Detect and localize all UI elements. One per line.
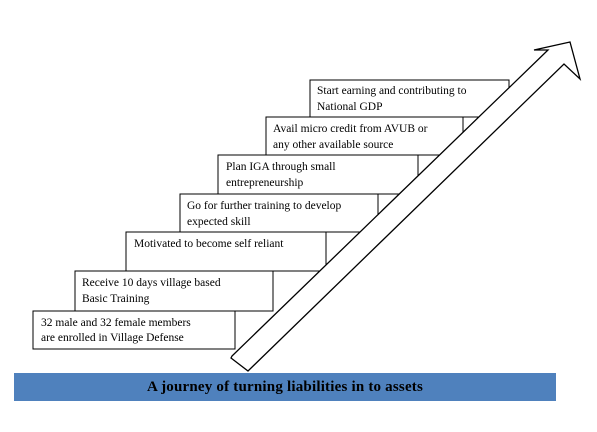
step-box-1 xyxy=(32,310,236,350)
step-labels: 32 male and 32 female members are enroll… xyxy=(41,85,469,344)
staircase-diagram: 32 male and 32 female members are enroll… xyxy=(32,41,582,372)
step-3-label: Motivated to become self reliant xyxy=(134,238,284,250)
step-box-7 xyxy=(309,79,510,118)
step-2-label: Receive 10 days village based Basic Trai… xyxy=(82,277,223,305)
step-7-label: Start earning and contributing to Nation… xyxy=(317,85,469,113)
diagonal-arrow-icon xyxy=(230,41,582,372)
caption-title: A journey of turning liabilities in to a… xyxy=(146,378,424,395)
step-box-2 xyxy=(74,270,274,312)
step-1-label: 32 male and 32 female members are enroll… xyxy=(41,317,194,344)
step-4-label: Go for further training to develop expec… xyxy=(187,200,344,228)
step-box-6 xyxy=(265,116,464,156)
step-box-5 xyxy=(217,154,419,195)
caption-bar: A journey of turning liabilities in to a… xyxy=(14,373,556,401)
step-6-label: Avail micro credit from AVUB or any othe… xyxy=(273,123,430,151)
staircase-steps xyxy=(32,79,510,350)
step-box-4 xyxy=(179,193,379,233)
step-5-label: Plan IGA through small entrepreneurship xyxy=(226,161,338,189)
